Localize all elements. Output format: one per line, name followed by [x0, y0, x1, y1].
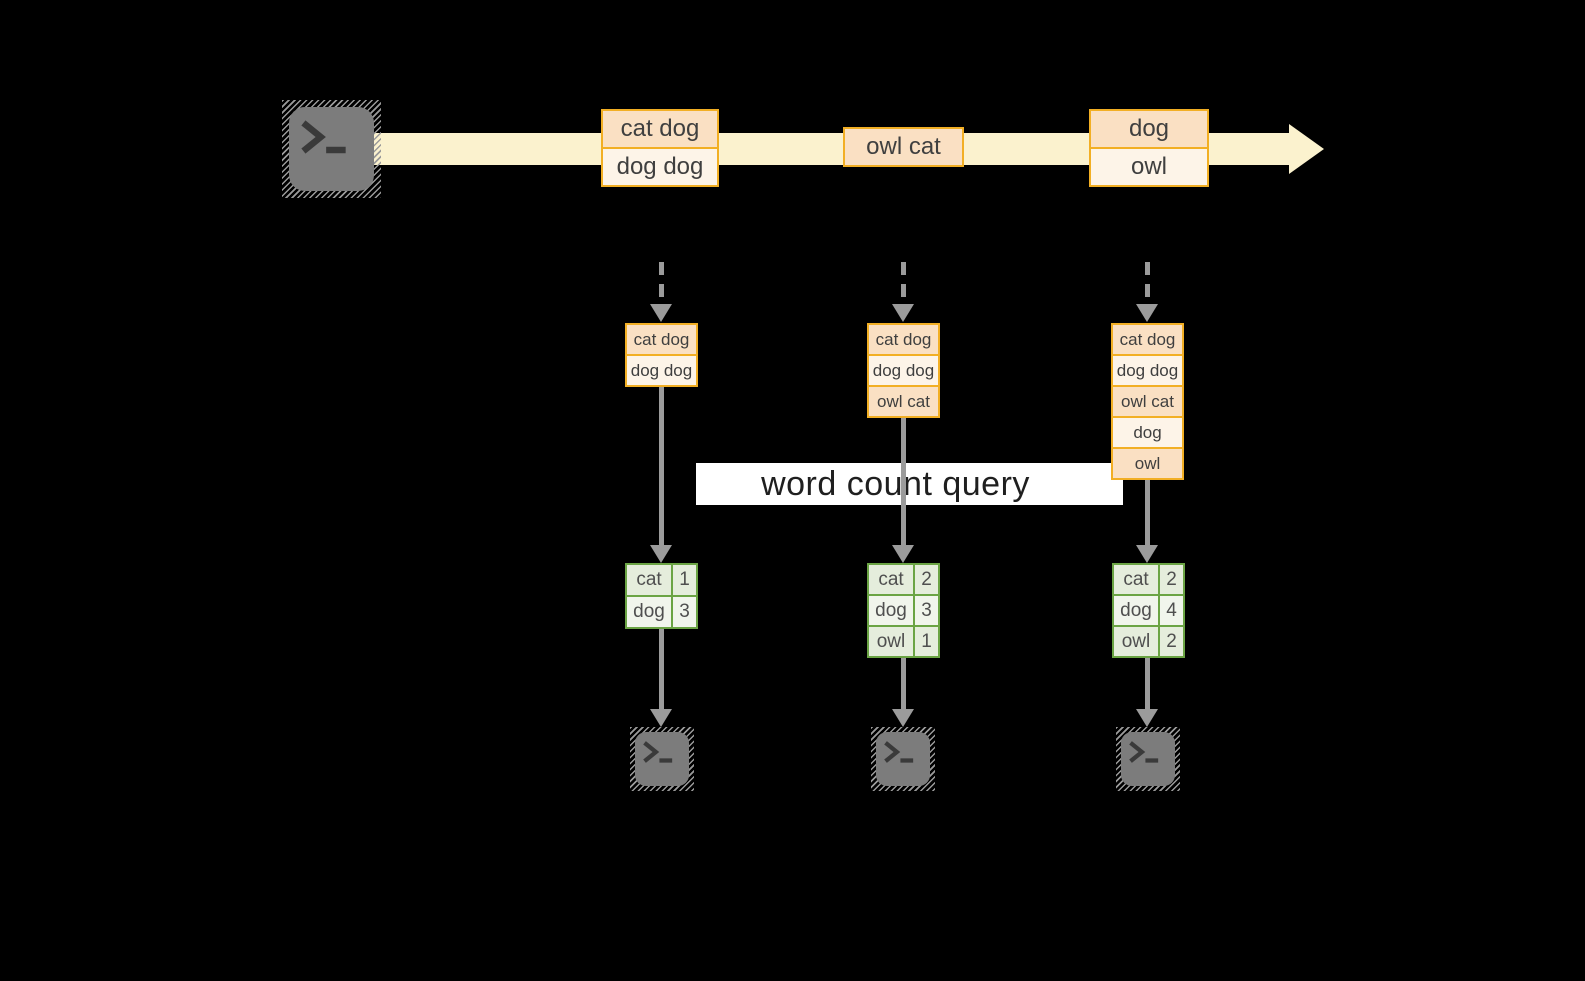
count-cell: 3: [673, 597, 696, 627]
buffer-record: dog: [1113, 416, 1182, 447]
stream-record: dog dog: [603, 147, 717, 185]
solid-line: [1144, 480, 1150, 545]
buffer-record: owl: [1113, 447, 1182, 478]
word-cell: dog: [1114, 596, 1160, 625]
solid-line: [900, 418, 906, 545]
stream-arrowhead-icon: [1289, 124, 1324, 174]
stream-record: dog: [1091, 111, 1207, 147]
arrowhead-icon: [1136, 304, 1158, 322]
word-cell: owl: [869, 627, 915, 656]
arrowhead-icon: [650, 545, 672, 563]
count-row: dog 4: [1114, 594, 1183, 625]
stream-record-box-1: cat dog dog dog: [601, 109, 719, 187]
stream-record: cat dog: [603, 111, 717, 147]
buffer-stack-2: cat dog dog dog owl cat: [867, 323, 940, 418]
count-row: dog 3: [869, 594, 938, 625]
terminal-prompt-icon: [643, 741, 673, 763]
ingest-arrow-1: [650, 262, 672, 322]
buffer-record: dog dog: [627, 354, 696, 385]
stream-record-box-2: owl cat: [843, 127, 964, 167]
dashed-line: [658, 262, 664, 304]
count-row: cat 1: [627, 565, 696, 595]
stream-record-box-3: dog owl: [1089, 109, 1209, 187]
ingest-arrow-2: [892, 262, 914, 322]
count-cell: 3: [915, 596, 938, 625]
count-row: owl 2: [1114, 625, 1183, 656]
buffer-record: cat dog: [627, 325, 696, 354]
arrowhead-icon: [892, 545, 914, 563]
output-terminal-icon-3: [1116, 727, 1180, 791]
arrowhead-icon: [1136, 709, 1158, 727]
solid-line: [900, 658, 906, 709]
buffer-record: dog dog: [869, 354, 938, 385]
count-row: cat 2: [869, 565, 938, 594]
stream-record: owl cat: [845, 129, 962, 165]
arrowhead-icon: [892, 709, 914, 727]
buffer-record: cat dog: [869, 325, 938, 354]
query-arrow-2: [892, 418, 914, 563]
arrowhead-icon: [892, 304, 914, 322]
count-table-1: cat 1 dog 3: [625, 563, 698, 629]
buffer-record: cat dog: [1113, 325, 1182, 354]
stream-record: owl: [1091, 147, 1207, 185]
query-arrow-3: [1136, 480, 1158, 563]
buffer-record: dog dog: [1113, 354, 1182, 385]
count-cell: 2: [1160, 627, 1183, 656]
source-terminal-icon: [282, 100, 381, 198]
arrowhead-icon: [1136, 545, 1158, 563]
ingest-arrow-3: [1136, 262, 1158, 322]
arrowhead-icon: [650, 304, 672, 322]
terminal-prompt-icon: [1129, 741, 1159, 763]
word-cell: cat: [627, 565, 673, 595]
arrowhead-icon: [650, 709, 672, 727]
solid-line: [658, 629, 664, 709]
count-row: owl 1: [869, 625, 938, 656]
count-cell: 1: [915, 627, 938, 656]
count-row: dog 3: [627, 595, 696, 627]
output-terminal-icon-1: [630, 727, 694, 791]
count-cell: 1: [673, 565, 696, 595]
word-count-query-banner: word count query: [696, 463, 1123, 505]
solid-line: [1144, 658, 1150, 709]
count-cell: 4: [1160, 596, 1183, 625]
query-arrow-1: [650, 387, 672, 563]
count-table-2: cat 2 dog 3 owl 1: [867, 563, 940, 658]
dashed-line: [1144, 262, 1150, 304]
terminal-prompt-icon: [301, 120, 346, 154]
output-arrow-3: [1136, 658, 1158, 727]
dashed-line: [900, 262, 906, 304]
count-row: cat 2: [1114, 565, 1183, 594]
output-arrow-1: [650, 629, 672, 727]
solid-line: [658, 387, 664, 545]
count-cell: 2: [1160, 565, 1183, 594]
buffer-stack-3: cat dog dog dog owl cat dog owl: [1111, 323, 1184, 480]
word-cell: owl: [1114, 627, 1160, 656]
output-arrow-2: [892, 658, 914, 727]
word-cell: dog: [627, 597, 673, 627]
buffer-record: owl cat: [1113, 385, 1182, 416]
buffer-stack-1: cat dog dog dog: [625, 323, 698, 387]
output-terminal-icon-2: [871, 727, 935, 791]
buffer-record: owl cat: [869, 385, 938, 416]
word-cell: cat: [869, 565, 915, 594]
word-cell: dog: [869, 596, 915, 625]
word-cell: cat: [1114, 565, 1160, 594]
count-cell: 2: [915, 565, 938, 594]
terminal-prompt-icon: [884, 741, 914, 763]
count-table-3: cat 2 dog 4 owl 2: [1112, 563, 1185, 658]
